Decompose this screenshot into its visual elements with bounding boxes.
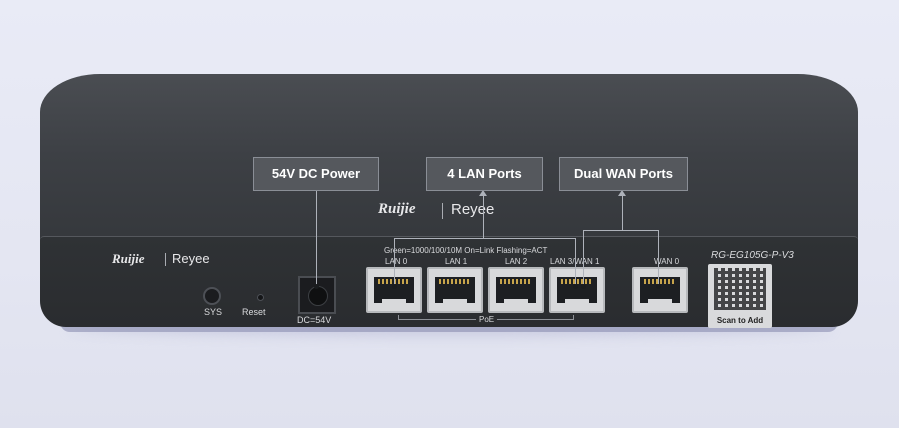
port-label-wan0: WAN 0 [654,257,680,266]
lan3-indicator-dot [573,284,578,289]
power-callout-line [316,190,317,286]
poe-bracket-left [398,315,399,319]
sys-label: SYS [204,307,223,317]
wan-callout-drop-right [658,230,659,286]
dc-label: DC=54V [297,315,332,325]
dc-power-jack [298,276,336,314]
model-label: RG-EG105G-P-V3 [711,250,794,261]
port-label-lan3-wan1: LAN 3/WAN 1 [550,257,600,266]
port-label-lan2: LAN 2 [505,257,528,266]
front-logo-separator [165,253,166,266]
led-legend: Green=1000/100/10M On=Link Flashing=ACT [384,246,548,255]
lan-callout-arrow [479,190,487,196]
wan0-indicator-dot [656,284,661,289]
sys-led [203,287,221,305]
wan-callout: Dual WAN Ports [559,157,688,191]
wan1-indicator-dot [581,284,586,289]
lan3-wan1-port [549,267,605,313]
wan-callout-bar [583,230,659,231]
lan-callout-drop-0 [394,238,395,286]
lan2-port [488,267,544,313]
top-brand-logo: Ruijie [378,201,416,217]
qr-code-sticker: Scan to Add [708,264,772,328]
wan-callout-drop-left [583,230,584,286]
front-brand-logo: Ruijie [112,251,145,266]
wan-callout-arrow [618,190,626,196]
top-brand-sub: Reyee [451,201,495,218]
wan-callout-stem [622,196,623,230]
lan0-indicator-dot [392,284,397,289]
poe-bracket-right [573,315,574,319]
lan-callout-drop-3 [575,238,576,286]
power-callout: 54V DC Power [253,157,379,191]
qr-caption: Scan to Add [716,316,764,325]
lan-callout-stem [483,196,484,238]
poe-label: PoE [476,315,498,324]
wan0-port [632,267,688,313]
front-brand-sub: Reyee [172,251,210,266]
reset-button[interactable] [257,294,264,301]
port-label-lan0: LAN 0 [385,257,408,266]
top-logo-separator [442,203,443,219]
lan1-port [427,267,483,313]
port-label-lan1: LAN 1 [445,257,468,266]
lan-callout: 4 LAN Ports [426,157,543,191]
reset-label: Reset [242,307,266,317]
lan-callout-bar [394,238,576,239]
power-callout-dot [314,284,319,289]
device-base [60,322,838,332]
qr-code [714,268,766,310]
